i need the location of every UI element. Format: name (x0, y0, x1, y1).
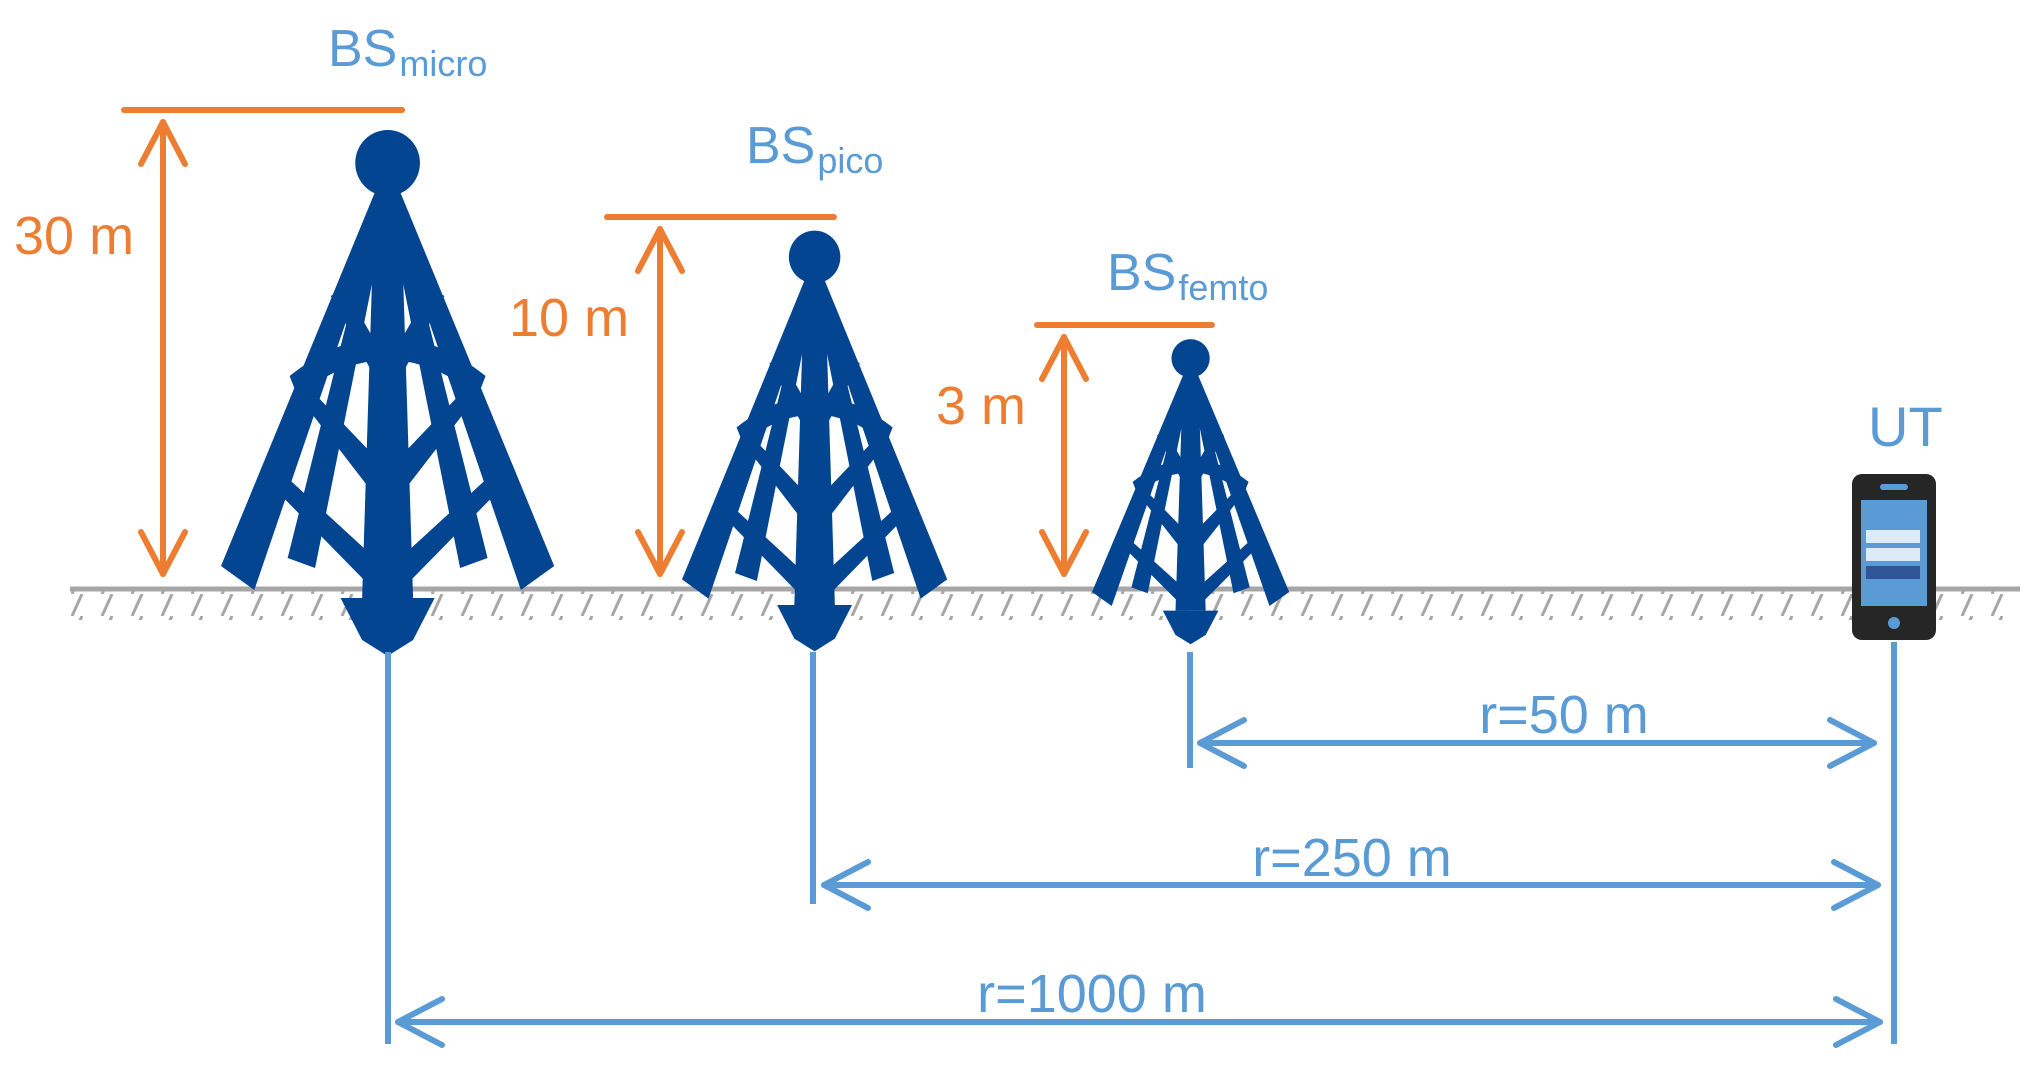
title-pico-base: BS (746, 117, 815, 175)
distance-label-femto: r=50 m (1479, 685, 1649, 745)
distance-label-micro: r=1000 m (977, 964, 1207, 1024)
title-pico: BSpico (746, 117, 883, 181)
height-label-micro: 30 m (14, 206, 134, 266)
labels: BSmicro BSpico BSfemto 30 m 10 m 3 m UT … (14, 20, 1943, 1024)
title-femto: BSfemto (1107, 244, 1268, 308)
title-micro-base: BS (328, 20, 397, 78)
title-femto-sub: femto (1178, 267, 1268, 308)
distance-arrow-femto (1197, 717, 1877, 769)
height-marker-femto (1034, 322, 1215, 577)
title-micro-sub: micro (399, 43, 487, 84)
height-label-pico: 10 m (509, 288, 629, 348)
ut-label: UT (1868, 395, 1943, 458)
height-marker-pico (604, 214, 837, 577)
distance-arrow-micro (395, 996, 1883, 1048)
title-pico-sub: pico (817, 140, 883, 181)
height-marker-micro (121, 107, 405, 577)
distance-label-pico: r=250 m (1252, 828, 1452, 888)
distance-arrows (395, 717, 1883, 1048)
towers (221, 130, 1290, 656)
micro-tower-icon (221, 130, 555, 656)
height-label-femto: 3 m (936, 376, 1026, 436)
drop-lines (385, 642, 1897, 1044)
title-femto-base: BS (1107, 244, 1176, 302)
title-micro: BSmicro (328, 20, 487, 84)
distance-arrow-pico (821, 859, 1881, 911)
smartphone-icon (1852, 474, 1936, 640)
height-markers (121, 107, 1215, 577)
